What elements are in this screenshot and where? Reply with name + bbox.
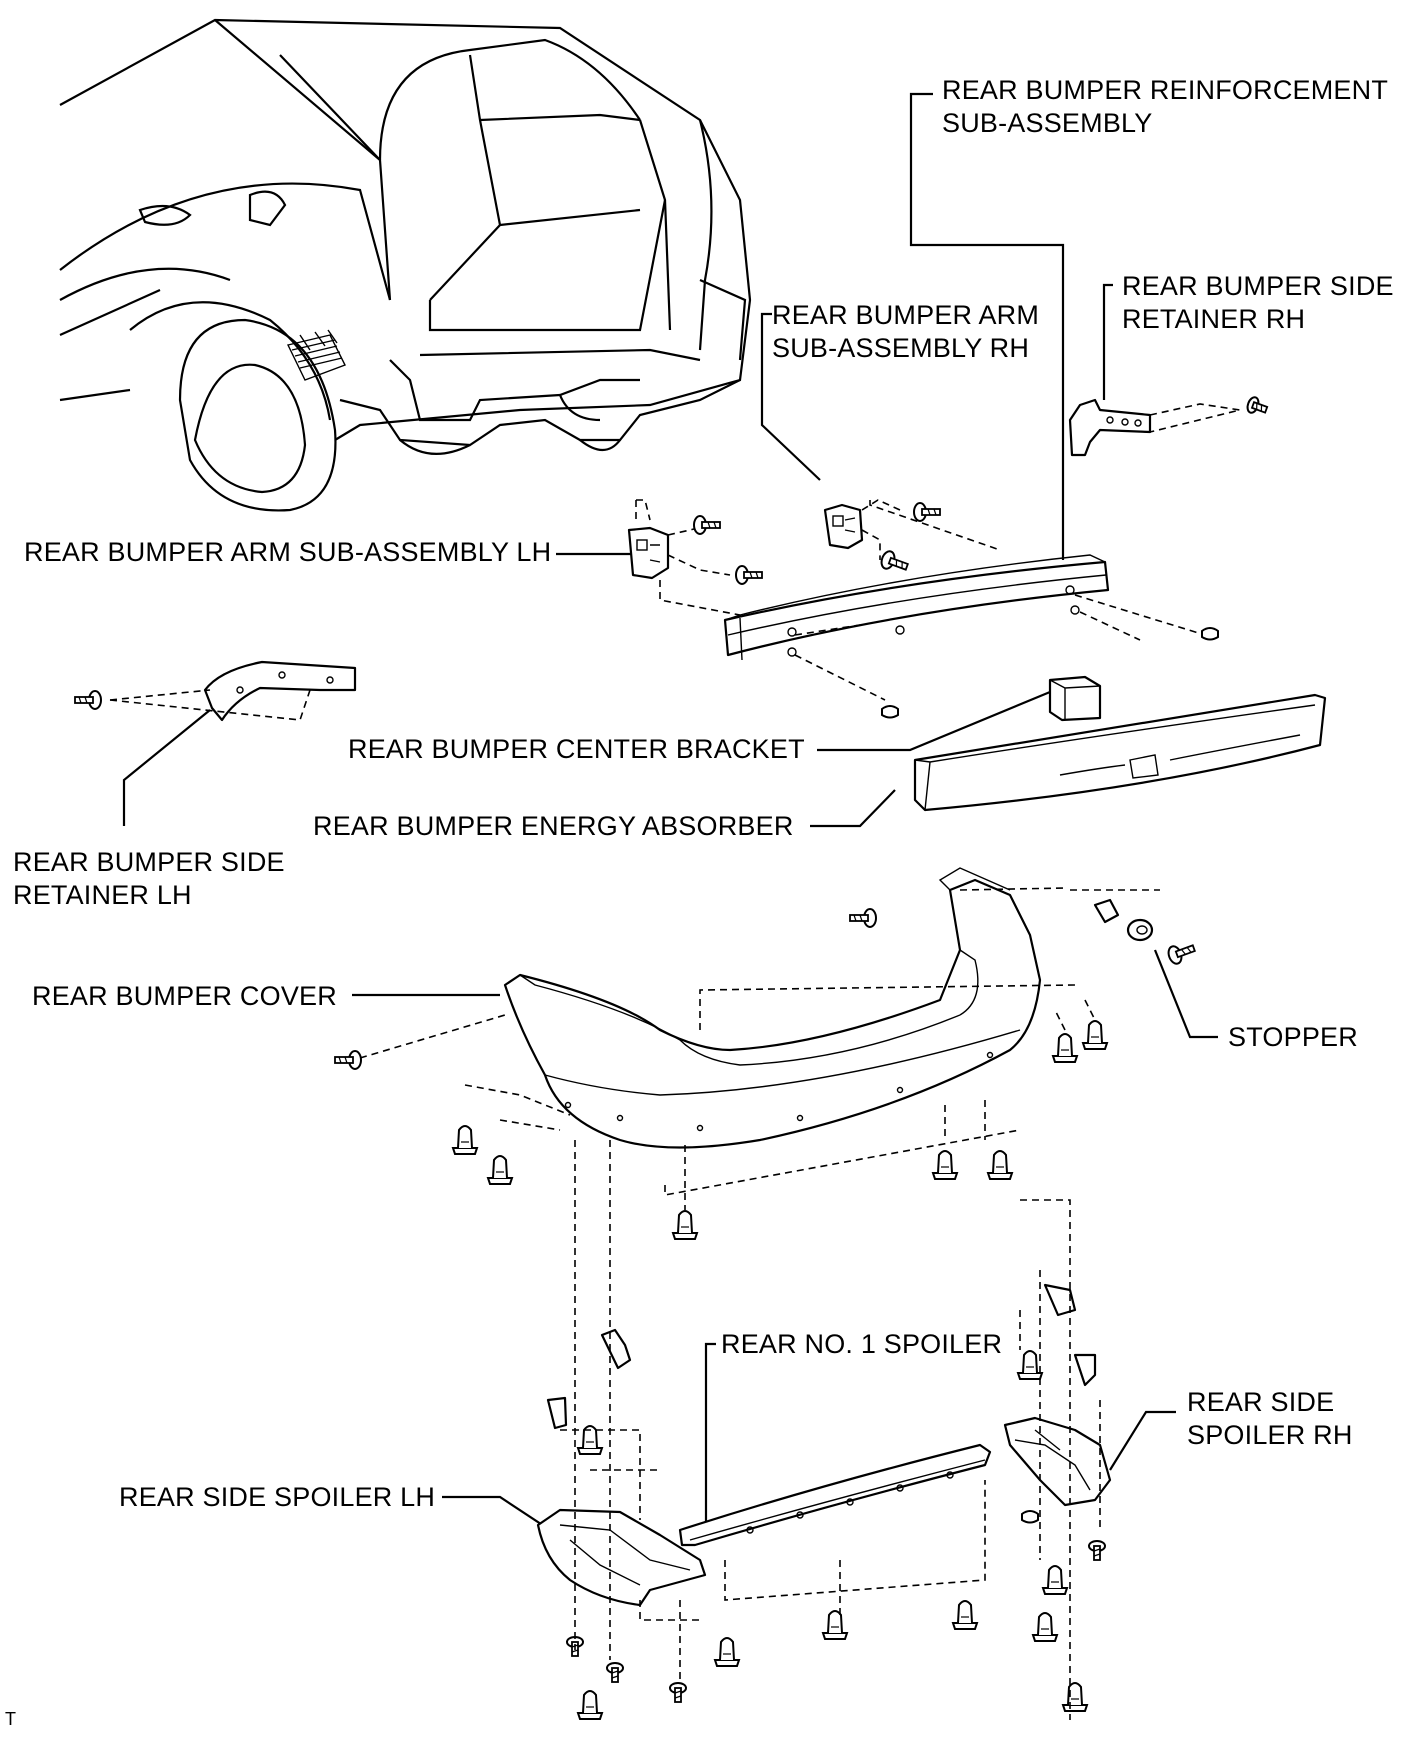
label-side-retainer-rh-line2: RETAINER RH <box>1122 304 1306 334</box>
label-side-spoiler-lh: REAR SIDE SPOILER LH <box>119 1482 436 1512</box>
leader-lines <box>122 92 1218 1531</box>
bumper-cover-clips <box>452 999 1108 1240</box>
label-side-retainer-lh: REAR BUMPER SIDE RETAINER LH <box>13 846 285 912</box>
bumper-cover-part <box>334 867 1198 1149</box>
bumper-arm-lh-part <box>627 499 763 616</box>
energy-absorber-part <box>913 693 1327 812</box>
side-spoiler-lh-part <box>536 1508 707 1607</box>
label-reinforcement-line1: REAR BUMPER REINFORCEMENT <box>942 75 1389 105</box>
label-side-retainer-rh: REAR BUMPER SIDE RETAINER RH <box>1122 270 1394 336</box>
reinforcement-part <box>723 554 1219 719</box>
label-side-retainer-lh-line1: REAR BUMPER SIDE <box>13 847 285 877</box>
side-spoiler-rh-part <box>1003 1416 1112 1507</box>
stopper-part <box>1093 898 1154 942</box>
label-center-bracket: REAR BUMPER CENTER BRACKET <box>348 734 805 764</box>
label-arm-rh: REAR BUMPER ARM SUB-ASSEMBLY RH <box>772 299 1039 365</box>
corner-mark: T <box>5 1709 17 1729</box>
label-no1-spoiler: REAR NO. 1 SPOILER <box>721 1329 1003 1359</box>
center-bracket-part <box>1048 675 1102 722</box>
label-side-spoiler-rh-line1: REAR SIDE <box>1187 1387 1335 1417</box>
no1-spoiler-part <box>678 1443 992 1547</box>
label-side-retainer-rh-line1: REAR BUMPER SIDE <box>1122 271 1394 301</box>
label-reinforcement: REAR BUMPER REINFORCEMENT SUB-ASSEMBLY <box>942 74 1388 140</box>
vehicle-rear-illustration <box>59 18 752 512</box>
bumper-arm-rh-part <box>823 499 1001 577</box>
label-arm-rh-line2: SUB-ASSEMBLY RH <box>772 333 1030 363</box>
side-retainer-lh-part <box>74 660 357 722</box>
label-bumper-cover: REAR BUMPER COVER <box>32 981 337 1011</box>
label-side-spoiler-rh: REAR SIDE SPOILER RH <box>1187 1386 1353 1452</box>
label-energy-absorber: REAR BUMPER ENERGY ABSORBER <box>313 811 794 841</box>
label-side-retainer-lh-line2: RETAINER LH <box>13 880 192 910</box>
label-arm-lh: REAR BUMPER ARM SUB-ASSEMBLY LH <box>24 537 552 567</box>
label-reinforcement-line2: SUB-ASSEMBLY <box>942 108 1153 138</box>
label-stopper: STOPPER <box>1228 1022 1358 1052</box>
side-retainer-rh-part <box>1068 394 1270 457</box>
label-side-spoiler-rh-line2: SPOILER RH <box>1187 1420 1353 1450</box>
spoiler-fasteners <box>546 1140 1106 1720</box>
label-arm-rh-line1: REAR BUMPER ARM <box>772 300 1040 330</box>
